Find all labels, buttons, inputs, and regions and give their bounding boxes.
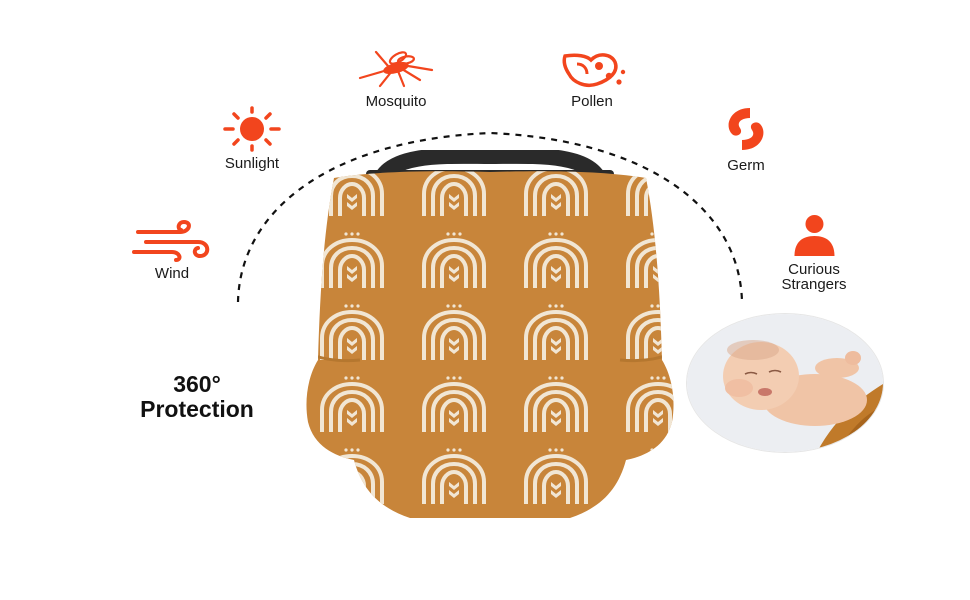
threat-label-germ: Germ bbox=[727, 157, 765, 174]
sleeping-baby-image bbox=[687, 314, 883, 452]
threat-sunlight: Sunlight bbox=[219, 106, 285, 171]
threat-germ: Germ bbox=[716, 104, 776, 173]
threat-label-pollen: Pollen bbox=[571, 93, 613, 110]
headline-degree: 360° bbox=[173, 371, 221, 397]
headline-word: Protection bbox=[140, 396, 254, 422]
wind-icon bbox=[132, 220, 210, 262]
baby-photo bbox=[686, 313, 884, 453]
person-icon bbox=[793, 215, 834, 256]
threat-mosquito: Mosquito bbox=[354, 46, 438, 109]
protection-headline: 360° Protection bbox=[112, 372, 282, 422]
threat-label-sunlight: Sunlight bbox=[224, 155, 280, 172]
pollen-icon bbox=[562, 53, 626, 87]
car-seat-cover bbox=[306, 150, 674, 518]
mosquito-icon bbox=[358, 50, 434, 88]
threat-pollen: Pollen bbox=[557, 50, 627, 109]
threat-label-strangers: Curious Strangers bbox=[781, 261, 847, 293]
threat-label-wind: Wind bbox=[154, 265, 190, 282]
sun-icon bbox=[223, 106, 281, 152]
germ-icon bbox=[728, 108, 764, 150]
threat-label-mosquito: Mosquito bbox=[365, 93, 427, 110]
threat-curious-strangers: Curious Strangers bbox=[781, 212, 847, 293]
threat-wind: Wind bbox=[132, 220, 212, 281]
